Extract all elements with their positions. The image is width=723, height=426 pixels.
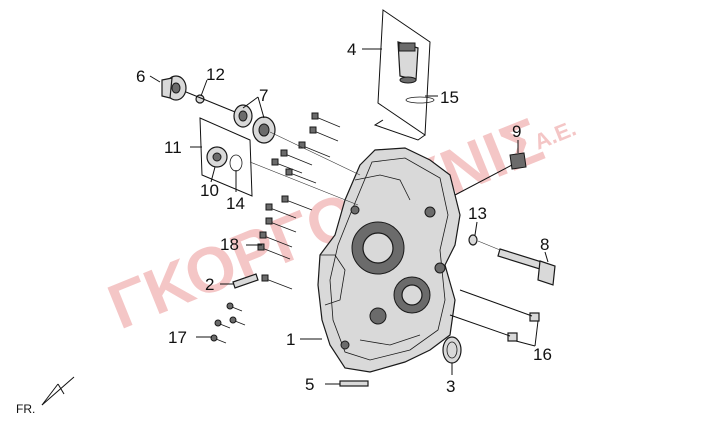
callout-3: 3 — [446, 377, 455, 396]
leader-lines — [149, 48, 549, 385]
part-16-dowels — [449, 289, 540, 342]
part-5-pin — [339, 380, 369, 387]
part-6-12 — [161, 75, 241, 115]
callout-5: 5 — [305, 375, 314, 394]
assembly-lines — [249, 131, 501, 251]
part-13-washer — [468, 234, 478, 246]
part-4-inset — [373, 9, 435, 141]
part-17-bolts — [210, 302, 246, 344]
bolts-group-upper — [257, 112, 341, 290]
callout-12: 12 — [206, 65, 225, 84]
part-10-11-14-inset — [199, 117, 253, 197]
part-2-pin — [232, 273, 259, 289]
callout-6: 6 — [136, 67, 145, 86]
callout-13: 13 — [468, 204, 487, 223]
callout-4: 4 — [347, 40, 356, 59]
crankcase-cover — [317, 147, 461, 373]
callout-15: 15 — [440, 88, 459, 107]
front-direction-marker: FR. — [16, 376, 75, 416]
callout-16: 16 — [533, 345, 552, 364]
callout-8: 8 — [540, 235, 549, 254]
callout-9: 9 — [512, 122, 521, 141]
part-7-seals — [233, 104, 276, 144]
callout-10: 10 — [200, 181, 219, 200]
callout-11: 11 — [164, 138, 182, 157]
callout-18: 18 — [220, 235, 239, 254]
part-9-plug — [454, 152, 527, 196]
front-label: FR. — [16, 402, 35, 416]
callout-2: 2 — [205, 275, 214, 294]
watermark-suffix: Α.Ε. — [531, 115, 580, 154]
callout-1: 1 — [286, 330, 295, 349]
part-3-gasket — [442, 336, 462, 364]
callout-7: 7 — [259, 86, 268, 105]
callout-17: 17 — [168, 328, 187, 347]
part-8-shaft — [497, 248, 556, 286]
callout-14: 14 — [226, 194, 245, 213]
